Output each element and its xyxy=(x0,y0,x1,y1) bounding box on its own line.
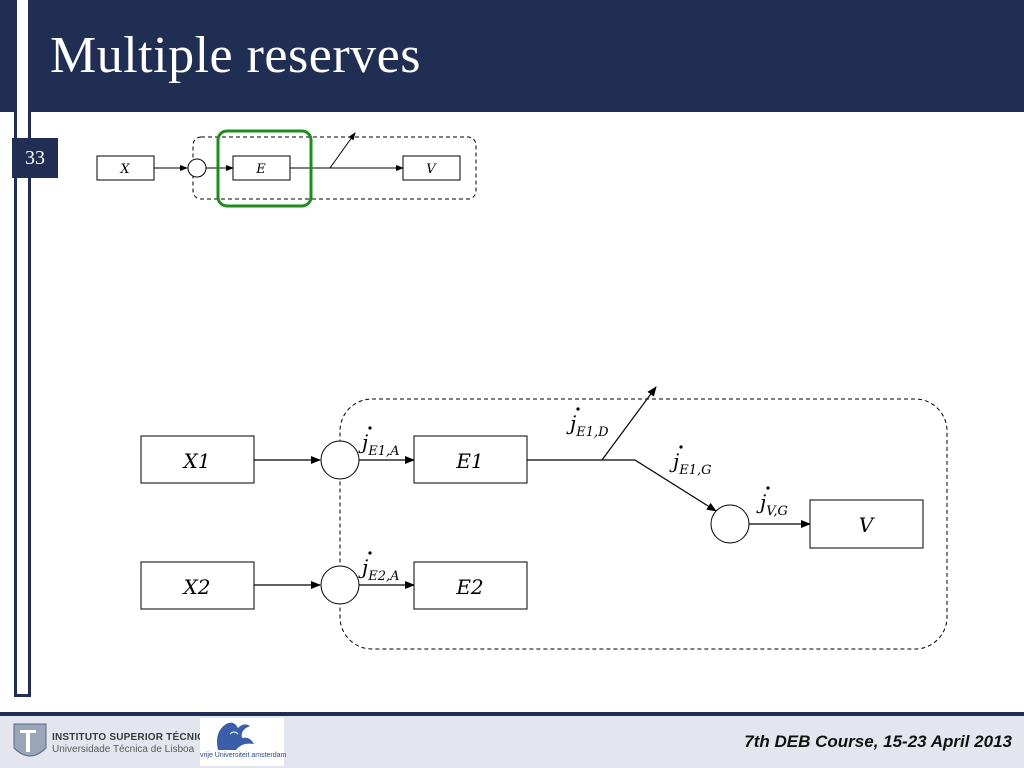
vu-logo xyxy=(200,718,284,766)
node-1 xyxy=(320,440,360,480)
label-e1: E1 xyxy=(455,449,483,473)
label-x2: X2 xyxy=(182,575,211,599)
page-number: 33 xyxy=(12,138,58,178)
small-label-x: X xyxy=(119,162,130,177)
node-2 xyxy=(320,565,360,605)
flux-label-e1d: jE1,D xyxy=(566,411,609,440)
flux-label-vg: jV,G xyxy=(756,490,788,519)
ist-subtitle: Universidade Técnica de Lisboa xyxy=(52,744,195,755)
footer-course: 7th DEB Course, 15-23 April 2013 xyxy=(744,732,1012,751)
vu-griffin-icon xyxy=(217,722,254,750)
flux-label-e1g: jE1,G xyxy=(669,449,711,478)
large-dashed-boundary xyxy=(339,398,948,650)
box-e1 xyxy=(413,435,528,484)
box-x2 xyxy=(140,561,255,610)
small-box-v xyxy=(402,155,461,181)
footer-bar xyxy=(0,716,1024,768)
ist-logo-icon xyxy=(13,723,47,757)
footer-line xyxy=(0,712,1024,716)
small-label-e: E xyxy=(255,162,266,177)
flux-label-e2a: jE2,A xyxy=(358,555,399,584)
box-e2 xyxy=(413,561,528,610)
small-label-v: V xyxy=(426,162,437,177)
label-x1: X1 xyxy=(182,449,211,473)
ist-name: INSTITUTO SUPERIOR TÉCNICO xyxy=(52,732,213,743)
title-bar xyxy=(0,0,1024,112)
small-node xyxy=(187,158,207,178)
label-e2: E2 xyxy=(455,575,483,599)
vu-name: vrije Universiteit amsterdam xyxy=(200,752,287,759)
small-highlight xyxy=(216,129,313,208)
slide-title: Multiple reserves xyxy=(50,27,421,84)
large-diagram: X1 E1 X2 E2 V jE1,A jE2,A jE1,D xyxy=(140,386,948,650)
flux-label-e1a: jE1,A xyxy=(358,430,399,459)
label-v: V xyxy=(859,513,876,537)
small-diagram: X E V xyxy=(96,129,477,208)
box-v xyxy=(809,499,924,549)
node-3 xyxy=(710,504,750,544)
